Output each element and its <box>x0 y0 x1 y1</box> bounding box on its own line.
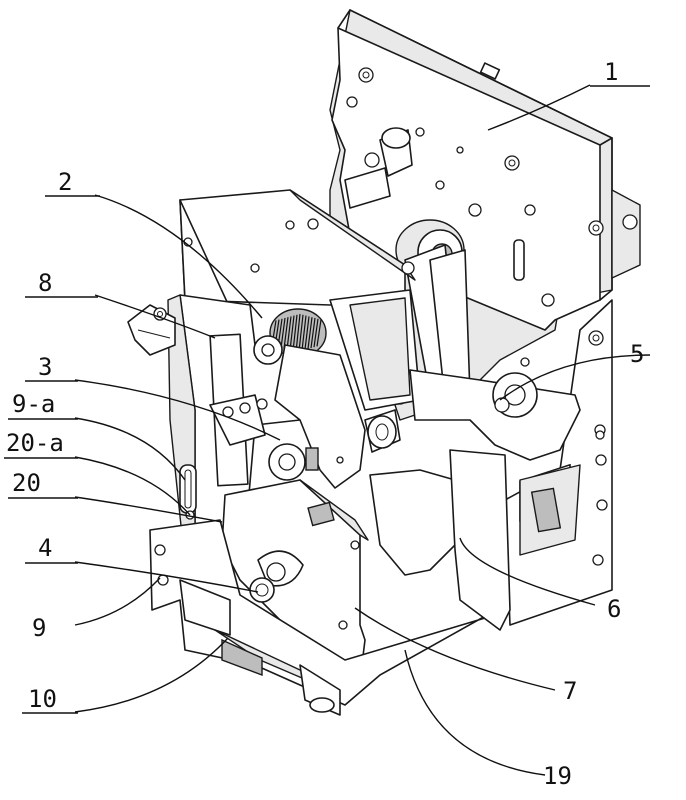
label-1: 1 <box>604 58 618 86</box>
label-9-a: 9-a <box>12 390 55 418</box>
leader-19 <box>405 650 545 775</box>
label-3: 3 <box>38 353 52 381</box>
label-4: 4 <box>38 534 52 562</box>
label-20: 20 <box>12 469 41 497</box>
label-2: 2 <box>58 168 72 196</box>
leader-9a <box>75 418 185 480</box>
label-20-a: 20-a <box>6 429 64 457</box>
leader-9 <box>75 578 160 625</box>
label-7: 7 <box>563 677 577 705</box>
label-10: 10 <box>28 685 57 713</box>
label-8: 8 <box>38 269 52 297</box>
label-5: 5 <box>630 340 644 368</box>
push-button <box>250 578 274 602</box>
label-19: 19 <box>543 762 572 790</box>
label-6: 6 <box>607 595 621 623</box>
label-9: 9 <box>32 614 46 642</box>
